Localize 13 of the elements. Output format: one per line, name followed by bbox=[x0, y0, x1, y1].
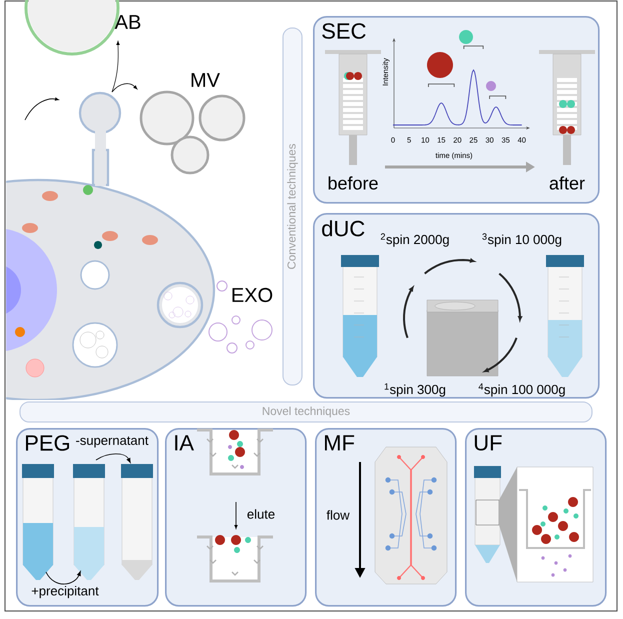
step-label: $^{4}$spin 100 000g bbox=[478, 383, 565, 397]
step-label: -supernatant bbox=[76, 436, 148, 448]
step-label: +precipitant bbox=[32, 586, 99, 598]
step-label: $^{2}$spin 2000g bbox=[380, 233, 449, 247]
section-band: Conventional techniques bbox=[282, 28, 302, 386]
step-label: $^{1}$spin 300g bbox=[384, 383, 446, 397]
vesicle-label: MV bbox=[192, 73, 220, 87]
vesicle-label: EXO bbox=[232, 288, 272, 302]
vesicle-label: AB bbox=[114, 15, 140, 29]
step-label: $^{3}$spin 10 000g bbox=[482, 233, 562, 247]
step-label: flow bbox=[326, 510, 350, 520]
section-band: Novel techniques bbox=[20, 402, 592, 422]
step-label: elute bbox=[247, 509, 275, 519]
